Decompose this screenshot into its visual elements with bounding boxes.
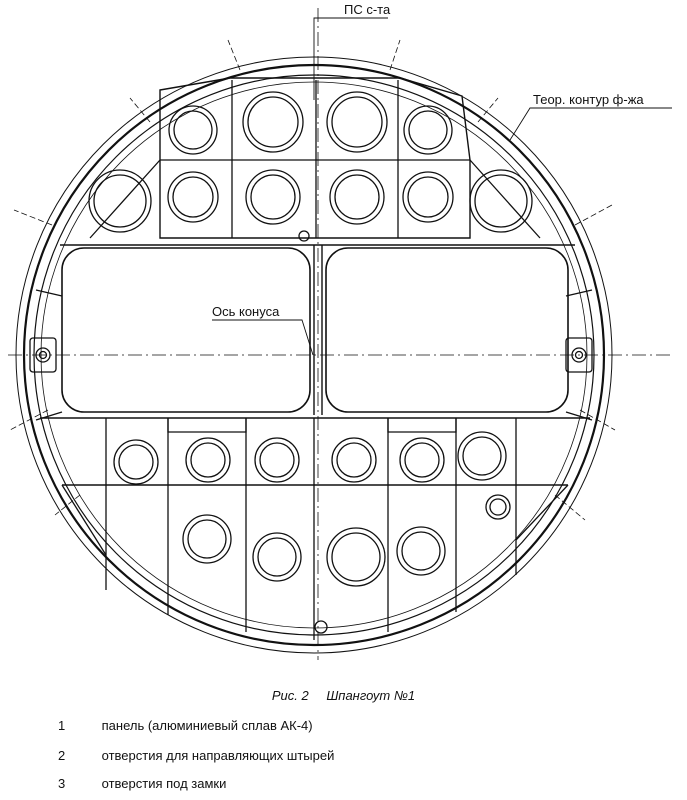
ps-label: ПС с-та [344, 2, 391, 17]
legend-number: 2 [58, 748, 66, 763]
hole-inner [172, 176, 214, 218]
side-bracket-left [29, 337, 57, 373]
hole [245, 169, 301, 225]
radial-tick [9, 409, 49, 431]
grid-line [469, 159, 541, 239]
figure-number: Рис. 2 [271, 688, 309, 703]
hole [113, 439, 159, 485]
figure-title: Шпангоут №1 [326, 688, 416, 703]
hole [242, 91, 304, 153]
hole-inner [408, 110, 448, 150]
hole-inner [118, 444, 154, 480]
hole-inner [190, 442, 226, 478]
axis-label: Ось конуса [212, 304, 280, 319]
upper-holes [88, 91, 533, 233]
contour-leader [509, 107, 672, 141]
legend-text: отверстия для направляющих штырей [101, 748, 335, 763]
legend-number: 3 [58, 776, 66, 791]
fitting-inner [574, 350, 584, 360]
legend-item: 3 отверстия под замки [58, 776, 226, 791]
hole-inner [173, 110, 213, 150]
radial-tick [129, 97, 151, 123]
upper-panel-outline [159, 77, 471, 239]
fittings [35, 230, 587, 634]
grid-line [515, 484, 569, 541]
hole [326, 91, 388, 153]
ps-leader [313, 17, 388, 100]
fitting [314, 620, 328, 634]
radial-tick [579, 409, 616, 431]
hole-inner [404, 442, 440, 478]
grid-line [565, 289, 593, 297]
hole-inner [336, 442, 372, 478]
lower-bay-top [167, 418, 457, 433]
hole-inner [259, 442, 295, 478]
fitting [571, 347, 587, 363]
hole [254, 437, 300, 483]
hole [326, 527, 386, 587]
hole-inner [331, 96, 383, 148]
grid-line [35, 289, 63, 297]
hole-inner [187, 519, 227, 559]
figure-caption: Рис. 2 Шпангоут №1 [0, 688, 687, 703]
window-right [325, 247, 569, 413]
radial-tick [13, 209, 53, 226]
hole-inner [250, 174, 296, 220]
fitting [298, 230, 310, 242]
legend-item: 1 панель (алюминиевый сплав АК-4) [58, 718, 313, 733]
radial-tick [554, 494, 586, 521]
legend-text: панель (алюминиевый сплав АК-4) [101, 718, 313, 733]
hole [469, 169, 533, 233]
hole [331, 437, 377, 483]
hole [399, 437, 445, 483]
fitting [35, 347, 51, 363]
hole [88, 169, 152, 233]
radial-tick [389, 39, 401, 71]
hole-inner [257, 537, 297, 577]
radial-tick [477, 97, 499, 123]
hole [403, 105, 453, 155]
lock-hole-inner [489, 498, 507, 516]
legend-text: отверстия под замки [101, 776, 227, 791]
side-bracket-right [565, 337, 593, 373]
axis-leader [212, 319, 314, 356]
hole [182, 514, 232, 564]
hole-inner [331, 532, 381, 582]
legend-item: 2 отверстия для направляющих штырей [58, 748, 334, 763]
legend-number: 1 [58, 718, 66, 733]
radial-tick [574, 204, 613, 226]
hole [457, 431, 507, 481]
hole [396, 526, 446, 576]
contour-label: Теор. контур ф-жа [533, 92, 644, 107]
hole-inner [247, 96, 299, 148]
window-left [61, 247, 311, 413]
lower-holes [113, 431, 511, 587]
radial-tick [227, 39, 241, 71]
hole-inner [93, 174, 147, 228]
frame-drawing: ПС с-та Теор. контур ф-жа Ось конуса [8, 2, 672, 660]
fitting-inner [38, 350, 48, 360]
hole-inner [401, 531, 441, 571]
hole-inner [334, 174, 380, 220]
hole [185, 437, 231, 483]
hole [167, 171, 219, 223]
lock-hole [485, 494, 511, 520]
hole-inner [462, 436, 502, 476]
radial-tick [54, 494, 81, 516]
hole [402, 171, 454, 223]
hole [168, 105, 218, 155]
hole [252, 532, 302, 582]
hole [329, 169, 385, 225]
grid-line [89, 159, 161, 239]
hole-inner [474, 174, 528, 228]
grid-line [61, 484, 107, 556]
hole-inner [407, 176, 449, 218]
